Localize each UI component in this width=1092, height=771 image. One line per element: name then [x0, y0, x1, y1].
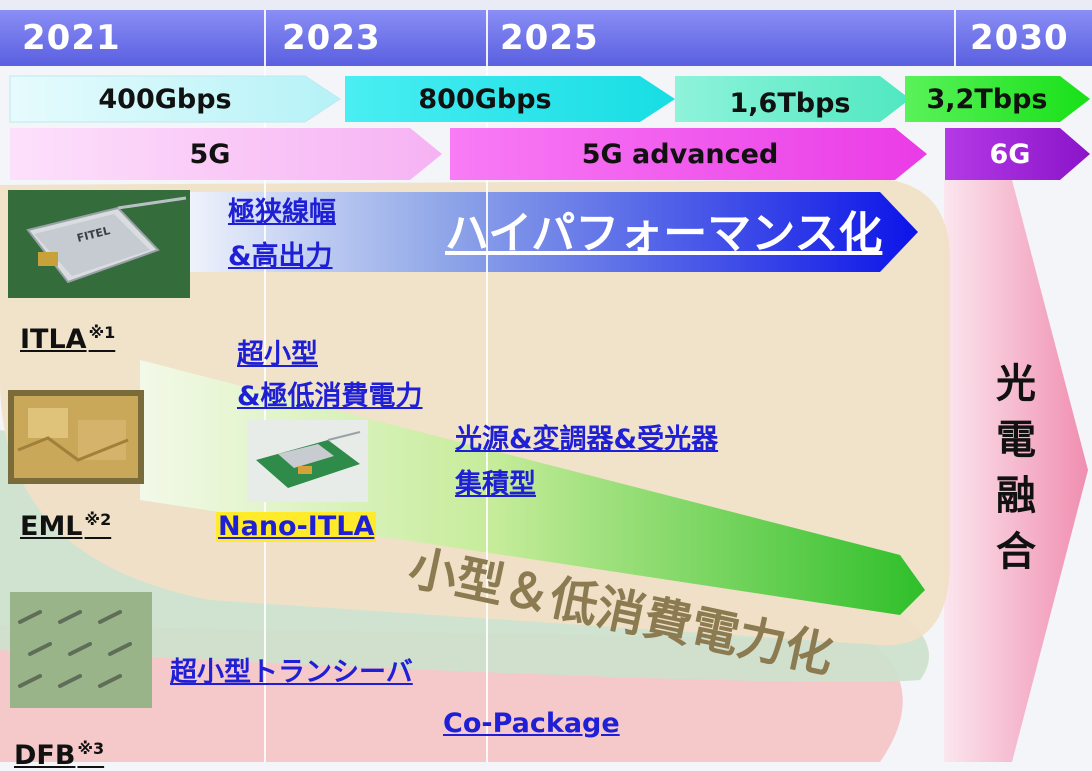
itla-photo: FITEL — [8, 190, 190, 298]
eml-name: EML — [20, 511, 83, 542]
year-2021: 2021 — [22, 18, 121, 58]
speed-400g: 400Gbps — [98, 84, 232, 115]
itla-mark: ※1 — [88, 323, 116, 342]
itla-name: ITLA — [20, 324, 87, 355]
eml-photo — [8, 390, 144, 484]
dfb-label[interactable]: DFB※3 — [14, 734, 104, 771]
network-5g-advanced: 5G advanced — [581, 139, 779, 170]
year-2030: 2030 — [970, 18, 1069, 58]
mini-note-b-line2[interactable]: 集積型 — [455, 469, 536, 500]
perf-note-line1[interactable]: 極狭線幅 — [228, 197, 336, 228]
performance-title: ハイパフォーマンス化 — [445, 208, 883, 259]
convergence-char-4: 合 — [996, 529, 1036, 575]
dfb-photo — [10, 592, 152, 708]
mini-note-a-line1[interactable]: 超小型 — [237, 339, 318, 370]
mini-note-b-line1[interactable]: 光源&変調器&受光器 — [455, 424, 719, 455]
convergence-arrow-shape — [944, 180, 1088, 762]
transceiver-link[interactable]: 超小型トランシーバ — [170, 657, 413, 688]
performance-arrow-shape — [190, 192, 918, 272]
speed-3-2t: 3,2Tbps — [926, 84, 1048, 115]
dfb-mark: ※3 — [77, 739, 105, 758]
speed-1-6t: 1,6Tbps — [729, 88, 851, 119]
itla-label[interactable]: ITLA※1 — [20, 318, 115, 355]
eml-mark: ※2 — [84, 510, 112, 529]
nano-itla-photo — [248, 420, 368, 502]
convergence-char-3: 融 — [996, 473, 1036, 519]
dfb-chip-array-image — [10, 592, 152, 708]
eml-chip-image — [8, 390, 144, 484]
network-6g: 6G — [989, 139, 1031, 170]
timeline-header-bar — [0, 10, 1092, 66]
year-2023: 2023 — [282, 18, 381, 58]
mini-note-a-line2[interactable]: &極低消費電力 — [237, 381, 423, 412]
itla-module-image: FITEL — [8, 190, 190, 298]
nano-itla-label[interactable]: Nano-ITLA — [216, 511, 377, 542]
convergence-char-1: 光 — [996, 361, 1036, 407]
eml-label[interactable]: EML※2 — [20, 505, 111, 542]
perf-note-line2[interactable]: &高出力 — [228, 241, 333, 272]
year-2025: 2025 — [500, 18, 599, 58]
network-5g: 5G — [189, 139, 231, 170]
dfb-name: DFB — [14, 740, 76, 771]
co-package-link[interactable]: Co-Package — [443, 708, 620, 739]
nano-itla-module-image — [248, 420, 368, 502]
convergence-char-2: 電 — [996, 417, 1036, 463]
speed-800g: 800Gbps — [418, 84, 552, 115]
